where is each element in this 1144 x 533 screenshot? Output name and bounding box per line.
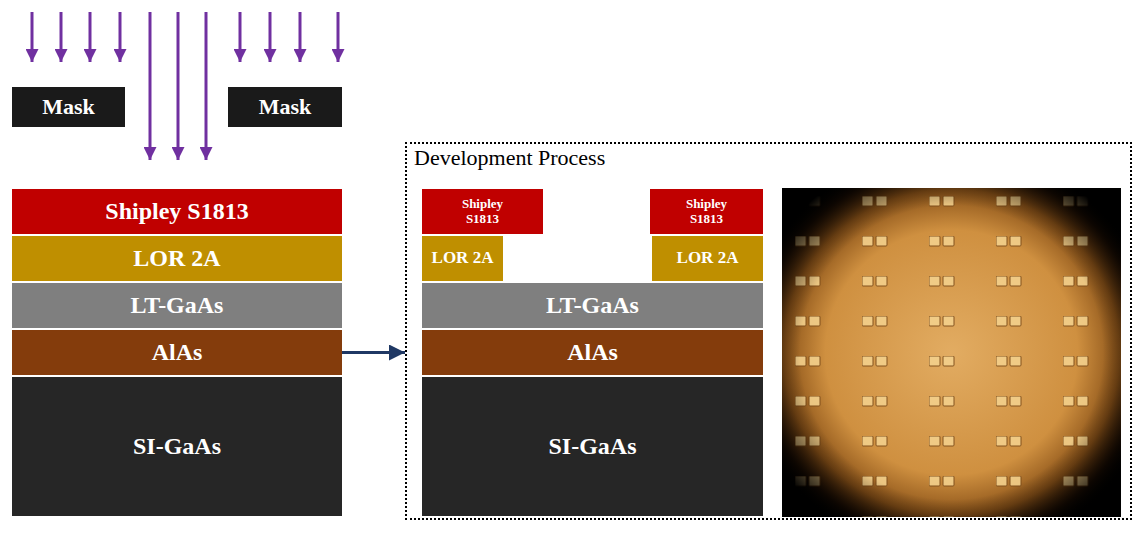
layer-label: LOR 2A — [432, 249, 494, 268]
liftoff-resist-layer: LOR 2A — [12, 236, 342, 281]
alas-layer: AlAs — [422, 330, 763, 375]
layer-label: AlAs — [152, 339, 203, 365]
layer-label: LT-GaAs — [131, 292, 224, 318]
microscope-photo — [782, 188, 1121, 517]
layer-label: Shipley S1813 — [105, 198, 248, 224]
liftoff-resist-block: LOR 2A — [652, 236, 763, 281]
layer-label: Shipley S1813 — [676, 197, 738, 226]
uv-ray — [89, 12, 92, 62]
photo-vignette — [782, 188, 1121, 517]
photoresist-block: Shipley S1813 — [422, 189, 543, 234]
uv-ray — [177, 12, 180, 160]
uv-ray — [239, 12, 242, 62]
uv-ray — [60, 12, 63, 62]
layer-label: LT-GaAs — [546, 292, 639, 318]
photoresist-block: Shipley S1813 — [650, 189, 763, 234]
uv-ray — [269, 12, 272, 62]
electrode-pads — [782, 188, 1121, 517]
layer-label: LOR 2A — [677, 249, 739, 268]
uv-ray — [299, 12, 302, 62]
mask-block: Mask — [12, 87, 125, 127]
uv-ray — [205, 12, 208, 160]
uv-ray — [31, 12, 34, 62]
mask-block: Mask — [228, 87, 342, 127]
uv-light-rays — [32, 12, 338, 160]
process-frame: Development ProcessShipley S1813 Shipley … — [405, 142, 1132, 520]
layer-label: LOR 2A — [133, 245, 220, 271]
uv-ray — [119, 12, 122, 62]
alas-layer: AlAs — [12, 330, 342, 375]
lt-gaas-layer: LT-GaAs — [422, 283, 763, 328]
lt-gaas-layer: LT-GaAs — [12, 283, 342, 328]
uv-ray — [337, 12, 340, 62]
photo-background — [782, 188, 1121, 517]
process-arrow — [342, 351, 405, 354]
layer-label: Shipley S1813 — [452, 197, 514, 226]
layer-label: SI-GaAs — [133, 433, 221, 459]
layer-label: AlAs — [567, 339, 618, 365]
liftoff-resist-block: LOR 2A — [422, 236, 503, 281]
layer-label: Mask — [259, 95, 312, 119]
uv-ray — [149, 12, 152, 160]
substrate-layer: SI-GaAs — [12, 377, 342, 516]
frame-heading: Development Process — [414, 146, 1123, 170]
photoresist-layer: Shipley S1813 — [12, 189, 342, 234]
substrate-layer: SI-GaAs — [422, 377, 763, 516]
layer-label: SI-GaAs — [548, 433, 636, 459]
layer-label: Mask — [42, 95, 95, 119]
